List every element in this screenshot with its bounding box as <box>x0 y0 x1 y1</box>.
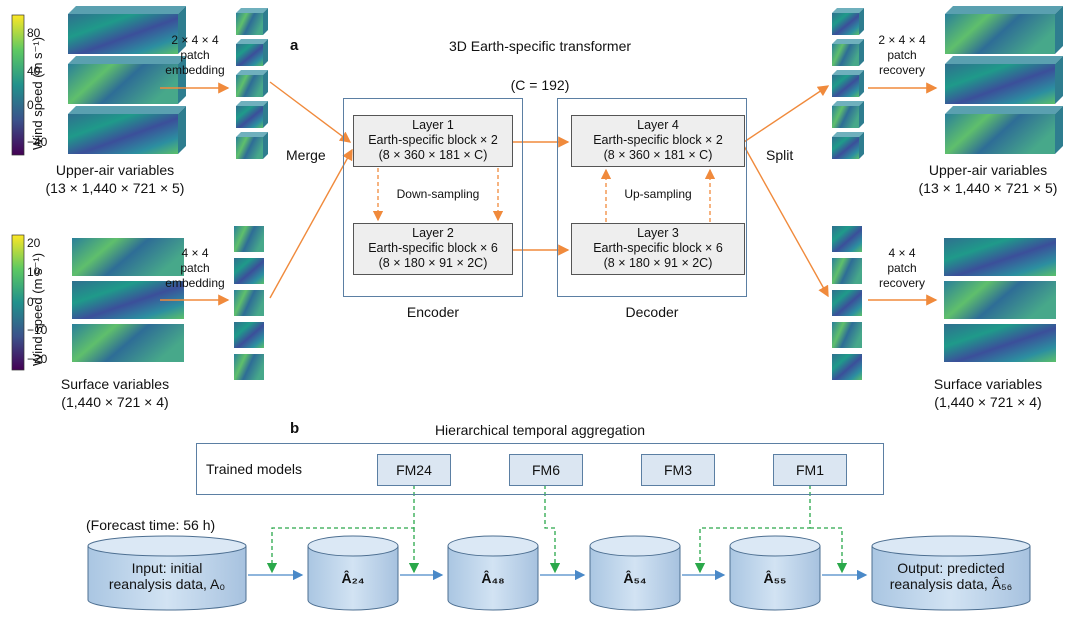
surface-output-tiles <box>944 238 1056 362</box>
upper-embed-l2: patch <box>180 48 210 62</box>
layer-3-block: Layer 3 Earth-specific block × 6 (8 × 18… <box>571 223 745 275</box>
a48-cylinder <box>447 535 539 611</box>
tick-upper-0: 0 <box>27 98 34 112</box>
decoder-label: Decoder <box>625 304 679 320</box>
up-sampling-label: Up-sampling <box>624 187 692 201</box>
layer-2-block: Layer 2 Earth-specific block × 6 (8 × 18… <box>353 223 513 275</box>
upper-embedded-patches <box>236 8 268 159</box>
output-label-l1: Output: predicted <box>897 560 1005 576</box>
split-label: Split <box>766 147 794 163</box>
layer-2-shape: (8 × 180 × 91 × 2C) <box>378 256 488 270</box>
decoder-box <box>557 98 747 297</box>
layer-2-desc: Earth-specific block × 6 <box>368 241 498 255</box>
c-label: (C = 192) <box>510 77 570 93</box>
tick-upper-40: 40 <box>27 64 41 78</box>
step-a24: Â₂₄ <box>341 570 365 586</box>
surface-embedded-patches <box>234 226 264 380</box>
upper-output-shape: (13 × 1,440 × 721 × 5) <box>918 180 1058 196</box>
forecast-time-label: (Forecast time: 56 h) <box>86 517 216 533</box>
model-fm6: FM6 <box>509 454 583 486</box>
input-label-l2: reanalysis data, A₀ <box>108 576 226 592</box>
upper-air-input-cubes <box>68 6 186 154</box>
tick-upper-80: 80 <box>27 26 41 40</box>
a55-cylinder <box>729 535 821 611</box>
input-cylinder <box>87 535 247 611</box>
surface-recover-l1: 4 × 4 <box>888 246 916 260</box>
sampling-arrows <box>372 168 716 222</box>
step-a54: Â₅₄ <box>623 570 647 586</box>
layer-3-name: Layer 3 <box>637 226 679 240</box>
layer-4-name: Layer 4 <box>637 118 679 132</box>
upper-output-patches <box>832 8 864 159</box>
trained-models-box <box>196 443 884 495</box>
surface-input-shape: (1,440 × 721 × 4) <box>61 394 169 410</box>
surface-embed-l3: embedding <box>165 276 225 290</box>
surface-recover-l3: recovery <box>878 276 925 290</box>
surface-output-name: Surface variables <box>933 376 1043 392</box>
colorbar-surface <box>11 234 25 371</box>
upper-output-name: Upper-air variables <box>928 162 1048 178</box>
colorbar-upper <box>11 14 25 156</box>
surface-embed-l1: 4 × 4 <box>181 246 209 260</box>
surface-output-shape: (1,440 × 721 × 4) <box>934 394 1042 410</box>
output-label: Output: predicted reanalysis data, Â₅₆ <box>872 560 1030 592</box>
encoder-label: Encoder <box>406 304 460 320</box>
a24-cylinder <box>307 535 399 611</box>
tick-surface-20: 20 <box>27 236 41 250</box>
step-a55: Â₅₅ <box>763 570 787 586</box>
model-fm1: FM1 <box>773 454 847 486</box>
layer-2-name: Layer 2 <box>412 226 454 240</box>
upper-embed-l1: 2 × 4 × 4 <box>171 33 219 47</box>
panel-a-letter: a <box>290 37 299 54</box>
tick-surface-minus10: −10 <box>27 323 48 337</box>
input-label: Input: initial reanalysis data, A₀ <box>88 560 246 592</box>
layer-1-name: Layer 1 <box>412 118 454 132</box>
upper-air-output-cubes <box>945 6 1063 154</box>
encoder-box <box>343 98 523 297</box>
model-fm24: FM24 <box>377 454 451 486</box>
output-label-l2: reanalysis data, Â₅₆ <box>889 576 1013 592</box>
cylinders <box>87 535 1031 611</box>
tick-upper-minus40: −40 <box>27 135 48 149</box>
output-cylinder <box>871 535 1031 611</box>
layer-4-desc: Earth-specific block × 2 <box>593 133 723 147</box>
colorbar-upper-label: Wind speed (m s⁻¹) <box>30 36 45 150</box>
input-label-l1: Input: initial <box>131 560 203 576</box>
layer-1-desc: Earth-specific block × 2 <box>368 133 498 147</box>
panel-b-letter: b <box>290 420 300 437</box>
model-fm3: FM3 <box>641 454 715 486</box>
layer-3-desc: Earth-specific block × 6 <box>593 241 723 255</box>
upper-input-shape: (13 × 1,440 × 721 × 5) <box>45 180 185 196</box>
layer-1-block: Layer 1 Earth-specific block × 2 (8 × 36… <box>353 115 513 167</box>
panel-b-title: Hierarchical temporal aggregation <box>434 422 646 438</box>
tick-surface-0: 0 <box>27 295 34 309</box>
surface-output-patches <box>832 226 862 380</box>
layer-4-shape: (8 × 360 × 181 × C) <box>603 148 713 162</box>
tick-surface-minus20: −20 <box>27 352 48 366</box>
layer-3-shape: (8 × 180 × 91 × 2C) <box>603 256 713 270</box>
upper-embed-l3: embedding <box>165 63 225 77</box>
layer-4-block: Layer 4 Earth-specific block × 2 (8 × 36… <box>571 115 745 167</box>
upper-recover-l3: recovery <box>878 63 925 77</box>
panel-a-title: 3D Earth-specific transformer <box>448 38 632 54</box>
step-a48: Â₄₈ <box>481 570 505 586</box>
layer-1-shape: (8 × 360 × 181 × C) <box>378 148 488 162</box>
upper-input-name: Upper-air variables <box>55 162 175 178</box>
upper-recover-l1: 2 × 4 × 4 <box>878 33 926 47</box>
merge-label: Merge <box>286 147 326 163</box>
down-sampling-label: Down-sampling <box>396 187 480 201</box>
a54-cylinder <box>589 535 681 611</box>
tick-surface-10: 10 <box>27 265 41 279</box>
surface-input-name: Surface variables <box>60 376 170 392</box>
upper-recover-l2: patch <box>887 48 917 62</box>
orange-arrows <box>160 81 938 306</box>
surface-recover-l2: patch <box>887 261 917 275</box>
trained-models-label: Trained models <box>206 461 302 477</box>
surface-embed-l2: patch <box>180 261 210 275</box>
model-usage-arrows <box>266 485 848 574</box>
